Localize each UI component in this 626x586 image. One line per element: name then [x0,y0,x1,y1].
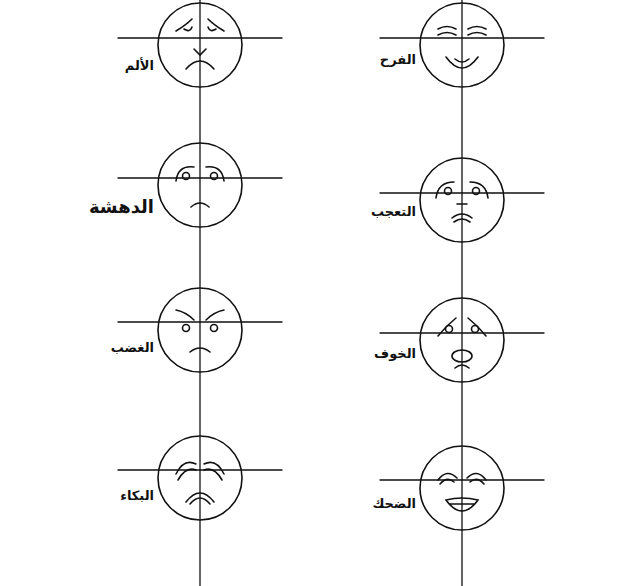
emotion-label: الغضب [109,340,156,356]
emotion-label: الفرح [378,52,418,68]
emotion-label: الضحك [370,496,418,512]
emotion-label: الألم [123,58,156,74]
emotion-label: الدهشة [87,196,156,218]
emotion-label: البكاء [118,488,156,504]
emotion-label: الخوف [372,346,418,362]
emotion-label: التعجب [369,204,418,220]
